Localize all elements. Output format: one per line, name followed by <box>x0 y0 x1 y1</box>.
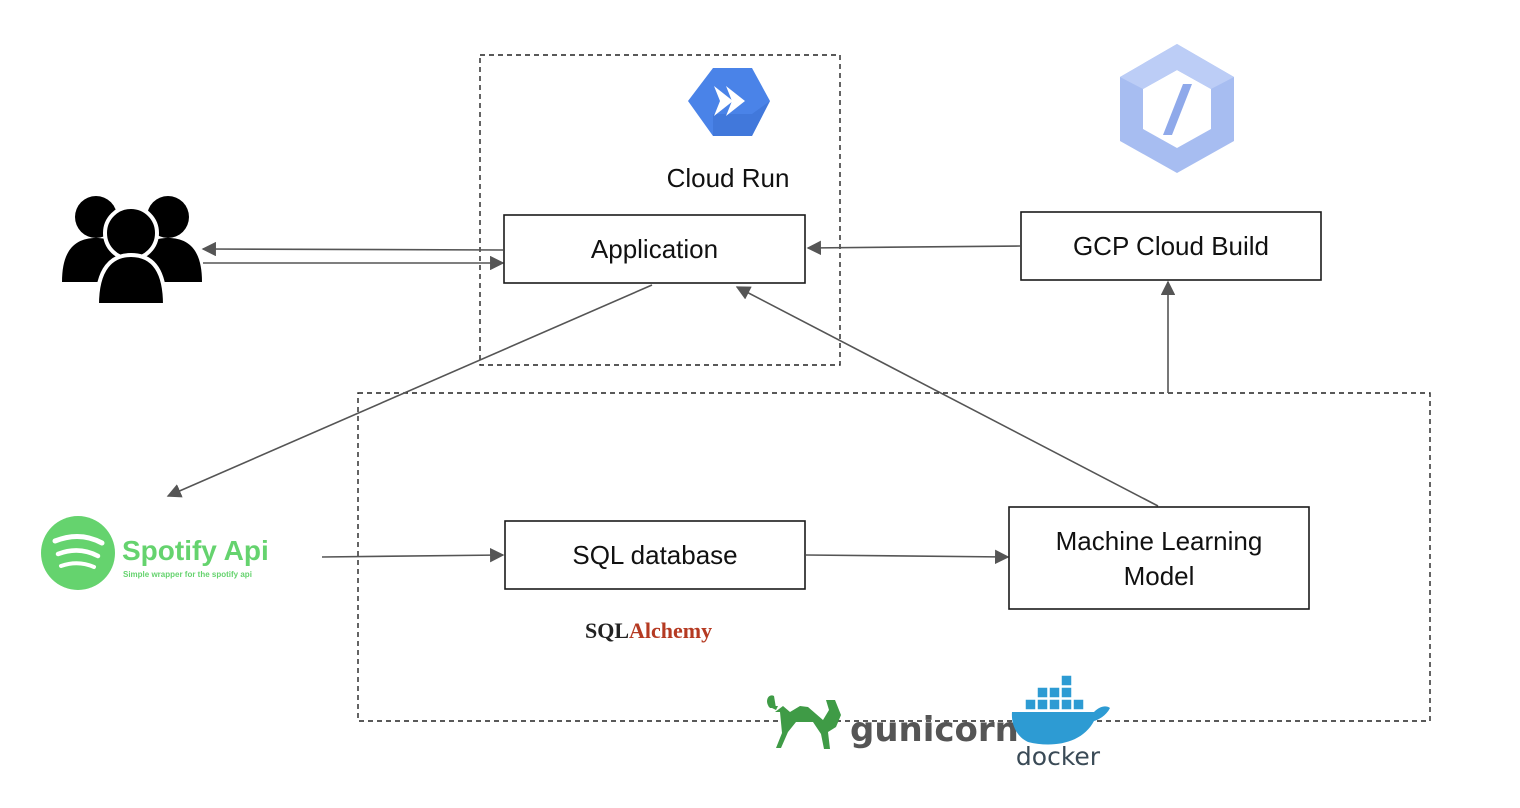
edge-model-to-application <box>735 286 1159 507</box>
application-label: Application <box>591 234 718 264</box>
gunicorn-text: gunicorn <box>850 710 1019 750</box>
ml-model-node: Machine Learning Model <box>1008 506 1310 610</box>
container-group-box <box>357 392 1431 722</box>
spotify-icon <box>41 516 115 590</box>
docker-text: docker <box>1016 742 1101 771</box>
gcp-cloud-build-label: GCP Cloud Build <box>1073 231 1269 261</box>
sql-database-node: SQL database <box>504 520 806 590</box>
docker-logo: docker <box>1011 674 1110 771</box>
sqlalchemy-sql-text: SQL <box>585 618 629 643</box>
edge-application-to-spotify <box>166 284 653 498</box>
ml-model-label-line1: Machine Learning <box>1056 526 1263 556</box>
cloud-build-icon <box>1120 44 1234 173</box>
edge-cloudbuild-to-application <box>806 240 1021 256</box>
sqlalchemy-alchemy-text: Alchemy <box>629 618 712 643</box>
application-node: Application <box>503 214 806 284</box>
edge-application-to-users <box>201 241 504 257</box>
cloud-run-label: Cloud Run <box>667 163 790 193</box>
edge-sql-to-model <box>805 549 1010 565</box>
edge-spotify-to-sql <box>321 547 505 563</box>
docker-whale-icon <box>1011 674 1110 745</box>
spotify-title: Spotify Api <box>122 535 269 566</box>
gcp-cloud-build-node: GCP Cloud Build <box>1020 211 1322 281</box>
sql-database-label: SQL database <box>572 540 737 570</box>
spotify-logo: Spotify Api Simple wrapper for the spoti… <box>41 516 269 590</box>
ml-model-label-line2: Model <box>1124 561 1195 591</box>
gunicorn-logo: gunicorn <box>767 695 1019 750</box>
users-group-icon <box>62 196 202 307</box>
spotify-subtitle: Simple wrapper for the spotify api <box>123 570 252 579</box>
sqlalchemy-logo: SQLAlchemy <box>585 618 712 643</box>
cloud-run-group-box <box>479 54 841 366</box>
unicorn-icon <box>767 695 841 749</box>
cloud-run-icon <box>688 68 770 136</box>
